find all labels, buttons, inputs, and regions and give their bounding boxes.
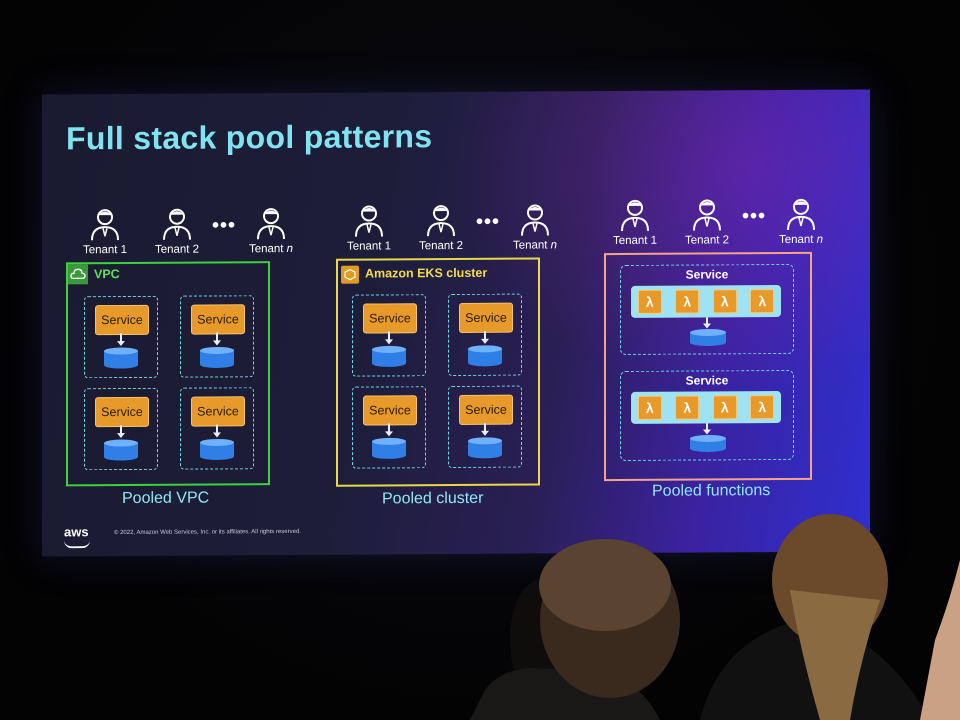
user-icon [257,208,286,240]
function-service-cell: Service λ λ λ λ [620,369,794,461]
tenant-n: Tenant n [768,196,834,246]
user-icon [91,209,119,241]
user-icon [521,204,550,236]
tenant-1: Tenant 1 [72,206,138,256]
database-icon [200,346,234,368]
user-icon [621,199,649,232]
database-icon [372,437,406,459]
user-icon [427,205,455,237]
service-cell: Service [448,293,522,377]
database-icon [200,438,234,460]
tenant-2: Tenant 2 [674,196,740,247]
tenant-group-eks: Tenant 1 Tenant 2 ••• Tenant n [336,201,568,253]
service-cell: Service [352,294,426,377]
database-icon [104,347,138,369]
tenant-2: Tenant 2 [408,202,474,252]
eks-cluster-container: Amazon EKS cluster Service Service Servi… [336,257,540,487]
user-icon [787,198,816,231]
presentation-slide: Full stack pool patterns Tenant 1 Tenant… [42,89,870,557]
audience-hair [539,539,671,631]
tenant-group-functions: Tenant 1 Tenant 2 ••• Tenant n [602,196,834,247]
database-icon [690,328,726,346]
database-icon [468,345,502,367]
user-icon [355,205,383,237]
database-icon [690,434,726,452]
tenant-1: Tenant 1 [336,202,402,253]
tenant-n: Tenant n [238,205,304,255]
user-icon [163,208,191,240]
eks-header: Amazon EKS cluster [338,262,487,284]
function-service-cell: Service λ λ λ λ [620,263,794,355]
service-cell: Service [180,387,254,470]
service-cell: Service [84,295,158,379]
database-icon [372,345,406,367]
service-cell: Service [180,295,254,378]
tenant-1: Tenant 1 [602,197,668,247]
audience-dreadlocks [790,590,880,720]
vpc-header: VPC [68,264,120,285]
raised-hand [920,560,960,720]
functions-container: Service λ λ λ λ Service λ λ λ λ [604,251,812,482]
database-icon [468,437,502,459]
tenant-n: Tenant n [502,201,568,252]
vpc-container: VPC Service Service Service Service [66,261,270,487]
database-icon [104,439,138,461]
service-cell: Service [352,386,426,469]
tenant-group-vpc: Tenant 1 Tenant 2 ••• Tenant n [72,205,304,256]
tenant-2: Tenant 2 [144,206,210,256]
eks-icon [341,265,359,284]
service-cell: Service [84,387,158,471]
user-icon [693,199,721,231]
service-cell: Service [448,385,522,469]
vpc-cloud-icon [68,264,88,285]
